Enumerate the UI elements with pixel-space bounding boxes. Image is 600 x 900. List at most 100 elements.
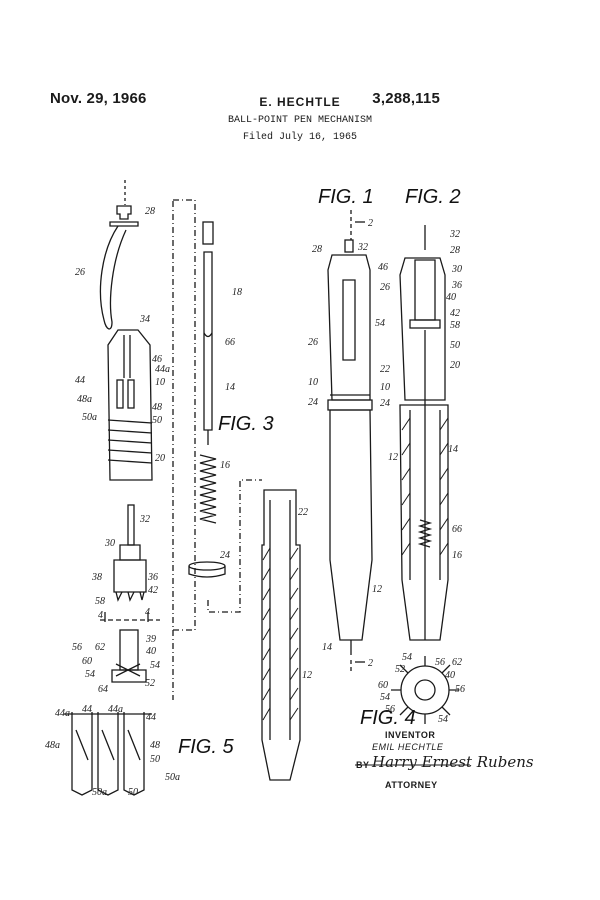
label-48a: 48a	[77, 394, 92, 405]
label-42: 42	[148, 585, 158, 596]
clip-assembly	[99, 180, 139, 330]
label-39: 39	[145, 634, 156, 645]
cap-part	[107, 329, 153, 481]
label-54c-fig4: 54	[438, 714, 448, 725]
label-22: 22	[298, 507, 308, 518]
label-32-fig2: 32	[449, 229, 460, 240]
inventor-caption: INVENTOR	[385, 730, 436, 740]
label-56c-fig4: 56	[385, 704, 395, 715]
label-52: 52	[145, 678, 155, 689]
label-50a-fig5: 50a	[165, 772, 180, 783]
label-54b: 54	[85, 669, 95, 680]
label-58-fig2: 58	[450, 320, 460, 331]
label-50a: 50a	[82, 412, 97, 423]
label-42-fig2: 42	[450, 308, 460, 319]
inventor-name: E. HECHTLE	[259, 95, 341, 109]
fig2-section	[399, 225, 449, 641]
label-50-fig5b: 50	[128, 787, 138, 798]
fig2-title: FIG. 2	[405, 186, 461, 208]
patent-date: Nov. 29, 1966	[50, 90, 147, 107]
barrel-section	[261, 489, 301, 781]
plunger-part	[113, 504, 147, 602]
inventor-full-name: EMIL HECHTLE	[372, 742, 444, 752]
label-56-fig4: 56	[435, 657, 445, 668]
label-62-fig4: 62	[452, 657, 462, 668]
fig4-title: FIG. 4	[360, 707, 416, 729]
ring-part	[188, 561, 226, 578]
label-46: 46	[152, 354, 162, 365]
label-2-bottom: 2	[368, 658, 373, 669]
label-26-fig1: 26	[308, 337, 318, 348]
label-50a-fig5b: 50a	[92, 787, 107, 798]
label-50-fig5: 50	[150, 754, 160, 765]
label-64: 64	[98, 684, 108, 695]
label-12: 12	[302, 670, 312, 681]
label-44a: 44a	[155, 364, 170, 375]
label-4b: 4	[145, 607, 150, 618]
label-66: 66	[225, 337, 235, 348]
label-16: 16	[220, 460, 230, 471]
label-26: 26	[75, 267, 85, 278]
label-26-fig2: 26	[380, 282, 390, 293]
label-54-fig2: 54	[375, 318, 385, 329]
label-36: 36	[147, 572, 158, 583]
label-56: 56	[72, 642, 82, 653]
label-12-fig2: 12	[388, 452, 398, 463]
label-12-fig1: 12	[372, 584, 382, 595]
label-40-fig2: 40	[446, 292, 456, 303]
label-28-fig1: 28	[312, 244, 322, 255]
label-18: 18	[232, 287, 242, 298]
label-34: 34	[139, 314, 150, 325]
label-14-fig1: 14	[322, 642, 332, 653]
label-40-fig4: 40	[445, 670, 455, 681]
label-48-fig5: 48	[150, 740, 160, 751]
label-14-fig2: 14	[448, 444, 458, 455]
filed-date: Filed July 16, 1965	[242, 132, 358, 143]
fig1-title: FIG. 1	[318, 186, 374, 208]
label-20-fig2: 20	[450, 360, 460, 371]
label-56b-fig4: 56	[455, 684, 465, 695]
label-48: 48	[152, 402, 162, 413]
label-44-fig5: 44	[82, 704, 92, 715]
patent-number: 3,288,115	[372, 90, 440, 107]
label-50-fig2: 50	[450, 340, 460, 351]
label-28: 28	[145, 206, 155, 217]
label-2-top: 2	[368, 218, 373, 229]
fig5-title: FIG. 5	[178, 736, 234, 758]
attorney-signature: Harry Ernest Rubens	[372, 753, 534, 771]
label-10-fig1: 10	[308, 377, 318, 388]
section-line-4	[100, 612, 160, 622]
label-44: 44	[75, 375, 85, 386]
label-40: 40	[146, 646, 156, 657]
label-30: 30	[104, 538, 115, 549]
label-10: 10	[155, 377, 165, 388]
label-16-fig2: 16	[452, 550, 462, 561]
label-24-fig2: 24	[380, 398, 390, 409]
label-30-fig2: 30	[451, 264, 462, 275]
refill-part	[202, 221, 214, 445]
label-52-fig4: 52	[395, 664, 405, 675]
label-24: 24	[220, 550, 230, 561]
spring-part	[199, 454, 217, 524]
attorney-caption: ATTORNEY	[385, 780, 438, 790]
label-32-fig1: 32	[357, 242, 368, 253]
label-36-fig2: 36	[451, 280, 462, 291]
label-60: 60	[82, 656, 92, 667]
fig3-title: FIG. 3	[218, 413, 274, 435]
fig4-section	[391, 656, 459, 724]
label-44a-fig5: 44a	[55, 708, 70, 719]
reference-numerals: 28 26 34 46 44a 44 10 48a 48 50a 50 20 1…	[45, 186, 465, 798]
label-62: 62	[95, 642, 105, 653]
label-10-fig2: 10	[380, 382, 390, 393]
label-24-fig1: 24	[308, 397, 318, 408]
by-label: BY	[356, 760, 370, 770]
label-50: 50	[152, 415, 162, 426]
label-38: 38	[91, 572, 102, 583]
label-48a-fig5: 48a	[45, 740, 60, 751]
label-46-fig2: 46	[378, 262, 388, 273]
label-14: 14	[225, 382, 235, 393]
label-60-fig4: 60	[378, 680, 388, 691]
label-54b-fig4: 54	[380, 692, 390, 703]
label-44a-fig5b: 44a	[108, 704, 123, 715]
